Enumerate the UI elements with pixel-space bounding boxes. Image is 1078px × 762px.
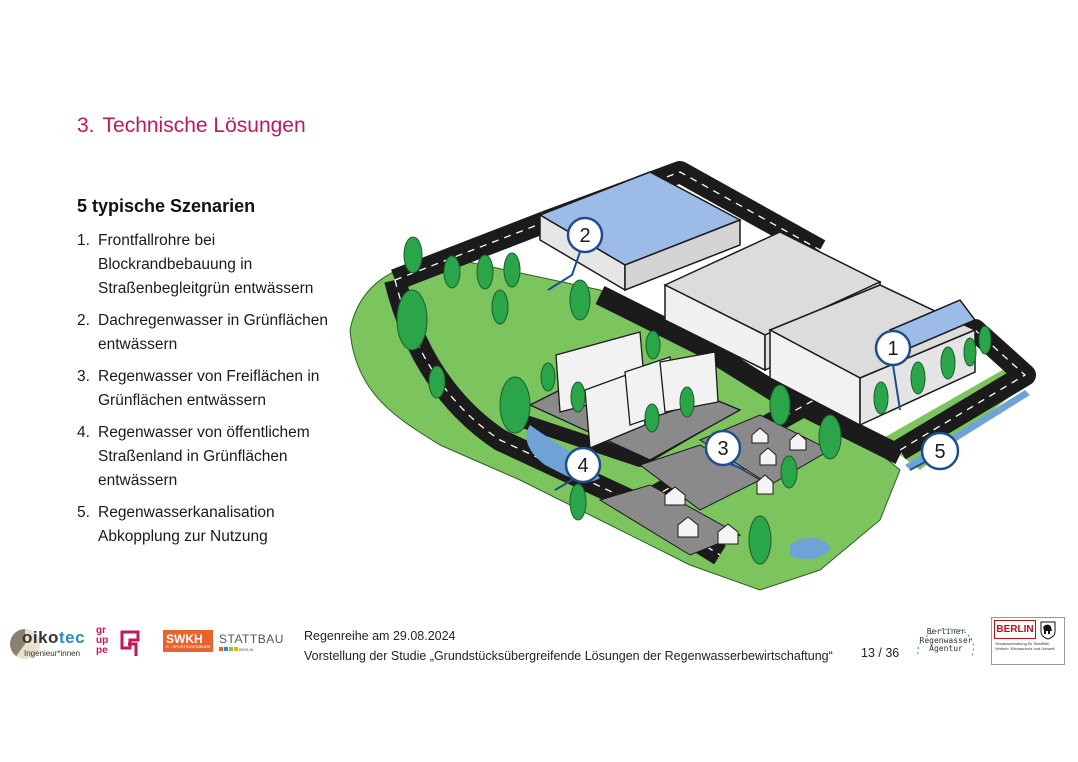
trees: [396, 236, 992, 565]
marker-label-1: 1: [887, 338, 898, 360]
scenario-number: 5.: [77, 504, 90, 521]
scenario-number: 1.: [77, 232, 90, 249]
water-retention-area: [790, 537, 830, 560]
berlin-wordmark: BERLIN: [994, 620, 1036, 639]
stattbau-mark: [219, 647, 238, 651]
stattbau-subline: BERLIN: [239, 647, 254, 652]
scenario-line: entwässern: [98, 336, 178, 353]
swkh-wordmark: SWKH: [166, 632, 203, 646]
scenario-line: Regenwasser von Freiflächen in: [98, 368, 320, 385]
marker-connector: [892, 364, 901, 411]
scenario-line: Abkopplung zur Nutzung: [98, 528, 268, 545]
marker-2: [566, 216, 604, 254]
oikotec-wordmark: oikotec: [22, 628, 86, 647]
scenario-line: Blockrandbebauung in: [98, 256, 253, 273]
scenarios-heading: 5 typische Szenarien: [77, 196, 256, 216]
swkh-logo: SWKH S · SPORTINGENIEURE: [163, 630, 213, 652]
event-line: Regenreihe am 29.08.2024: [304, 629, 456, 643]
scenario-line: entwässern: [98, 472, 178, 489]
berlin-subline: Senatsverwaltung für Mobilität, Verkehr,…: [995, 641, 1055, 651]
scenario-line: Straßenbegleitgrün entwässern: [98, 280, 314, 297]
berlin-senate-logo: BERLIN Senatsverwaltung für Mobilität, V…: [991, 617, 1065, 665]
bra-line-3: Agentur: [929, 644, 963, 653]
slide-title: 3. Technische Lösungen: [77, 114, 306, 138]
scenario-number: 4.: [77, 424, 90, 441]
oikotec-mark: [10, 629, 40, 659]
city-block-illustration: 1 2 3 4 5: [349, 161, 1036, 591]
study-line: Vorstellung der Studie „Grundstücksüberg…: [304, 649, 833, 663]
bra-line-1: Berliner: [926, 627, 966, 636]
scenario-number: 2.: [77, 312, 90, 329]
marker-label-2: 2: [579, 225, 590, 247]
oikotec-subline: Ingenieur*innen: [24, 649, 81, 658]
bra-line-2: Regenwasser: [919, 635, 973, 645]
berliner-regenwasseragentur-logo: Berliner Regenwasser Agentur: [914, 624, 978, 664]
marker-4: [564, 446, 602, 484]
marker-3: [704, 429, 742, 467]
oikotec-logo: oikotec Ingenieur*innen: [10, 626, 100, 666]
marker-connector: [729, 463, 746, 471]
section-number: 3.: [77, 114, 95, 137]
marker-connector: [554, 479, 573, 491]
stattbau-wordmark: STATTBAU: [219, 632, 284, 646]
bra-swirl: [917, 628, 974, 657]
scenario-item-3: 3. Regenwasser von Freiflächen in Grünfläc…: [77, 365, 367, 413]
marker-connector: [547, 251, 581, 291]
marker-label-4: 4: [577, 455, 588, 477]
marker-label-3: 3: [717, 438, 728, 460]
marker-5: [920, 431, 960, 471]
swkh-subline: S · SPORTINGENIEURE: [166, 644, 211, 649]
marker-connector: [909, 461, 926, 471]
scenario-line: Grünflächen entwässern: [98, 392, 267, 409]
scenario-line: Regenwasserkanalisation: [98, 504, 275, 521]
section-title: Technische Lösungen: [102, 114, 306, 137]
gruppe-mark: [120, 630, 140, 656]
marker-label-5: 5: [934, 441, 945, 463]
stattbau-logo: STATTBAU BERLIN: [219, 632, 289, 658]
scenario-item-2: 2. Dachregenwasser in Grünflächen entwässe…: [77, 309, 367, 357]
page-number: 13 / 36: [861, 646, 900, 660]
scenario-line: Regenwasser von öffentlichem: [98, 424, 310, 441]
scenario-number: 3.: [77, 368, 90, 385]
berlin-bear-icon: [1040, 621, 1056, 640]
scenario-line: Dachregenwasser in Grünflächen: [98, 312, 329, 329]
scenario-line: Frontfallrohre bei: [98, 232, 216, 249]
footer-info: Regenreihe am 29.08.2024 Vorstellung der…: [304, 626, 833, 666]
scenario-line: Straßenland in Grünflächen: [98, 448, 288, 465]
